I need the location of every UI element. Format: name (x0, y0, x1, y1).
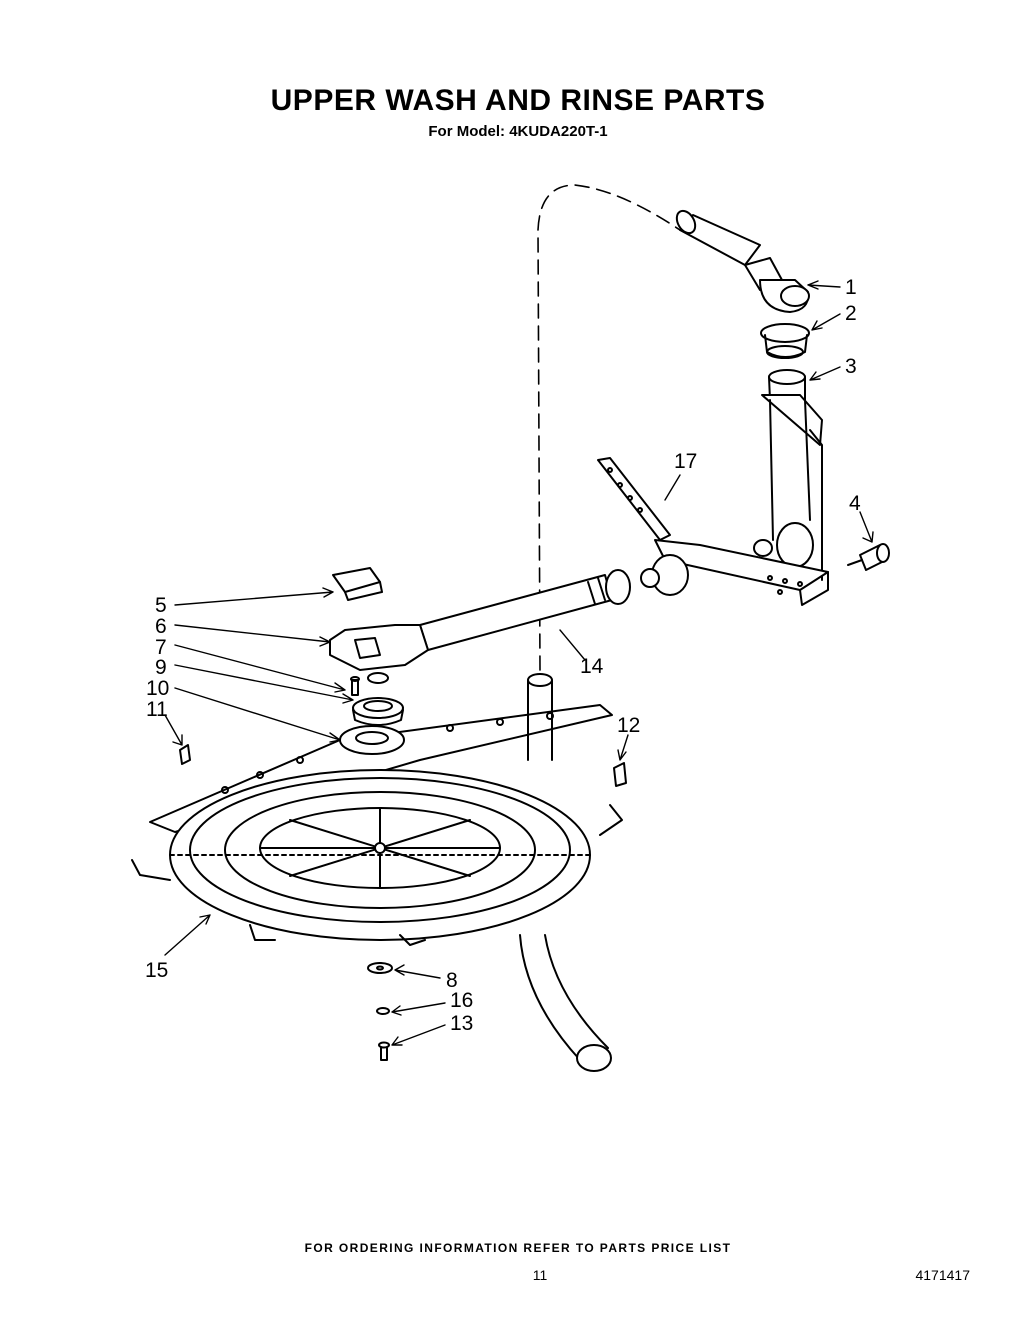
callout-9: 9 (155, 656, 167, 679)
part-15-rack (131, 769, 623, 946)
routing-dashed-line (537, 184, 681, 671)
upper-supply-tube (675, 209, 783, 291)
page-title: UPPER WASH AND RINSE PARTS (270, 84, 766, 117)
part-3-riser-tube (753, 369, 823, 581)
part-4-plug (847, 543, 890, 571)
callout-15: 15 (145, 959, 168, 982)
callout-11: 11 (146, 698, 168, 721)
manifold-connector (640, 554, 689, 596)
callout-3: 3 (845, 355, 857, 378)
part-1-elbow (759, 279, 810, 313)
callout-10: 10 (146, 677, 169, 700)
callout-4: 4 (849, 492, 861, 515)
callout-2: 2 (845, 302, 857, 325)
part-5-cap (332, 567, 383, 601)
model-subtitle: For Model: 4KUDA220T-1 (428, 123, 608, 140)
callout-1: 1 (845, 276, 857, 299)
part-9-screw (350, 676, 360, 696)
part-11-clip (179, 744, 191, 765)
part-14-spray-tube (419, 569, 631, 651)
page-number: 11 (532, 1267, 548, 1283)
callout-12: 12 (617, 714, 640, 737)
part-16-washer (376, 1007, 390, 1015)
callout-8: 8 (446, 969, 458, 992)
part-6-spray-arm-hub (329, 624, 429, 684)
part-10-bearing (352, 697, 404, 726)
callout-6: 6 (155, 615, 167, 638)
part-13-screw (378, 1041, 390, 1061)
part-8-washer (367, 962, 393, 974)
callout-16: 16 (450, 989, 473, 1012)
document-number: 4171417 (915, 1267, 970, 1283)
drain-tube (519, 673, 612, 1072)
leader-lines (164, 280, 874, 1046)
ordering-note: FOR ORDERING INFORMATION REFER TO PARTS … (304, 1241, 732, 1255)
callout-7: 7 (155, 636, 167, 659)
callout-5: 5 (155, 594, 167, 617)
callout-17: 17 (674, 450, 697, 473)
part-12-clip (613, 762, 627, 787)
part-2-grommet (760, 323, 810, 359)
callout-13: 13 (450, 1012, 473, 1035)
callout-14: 14 (580, 655, 604, 678)
